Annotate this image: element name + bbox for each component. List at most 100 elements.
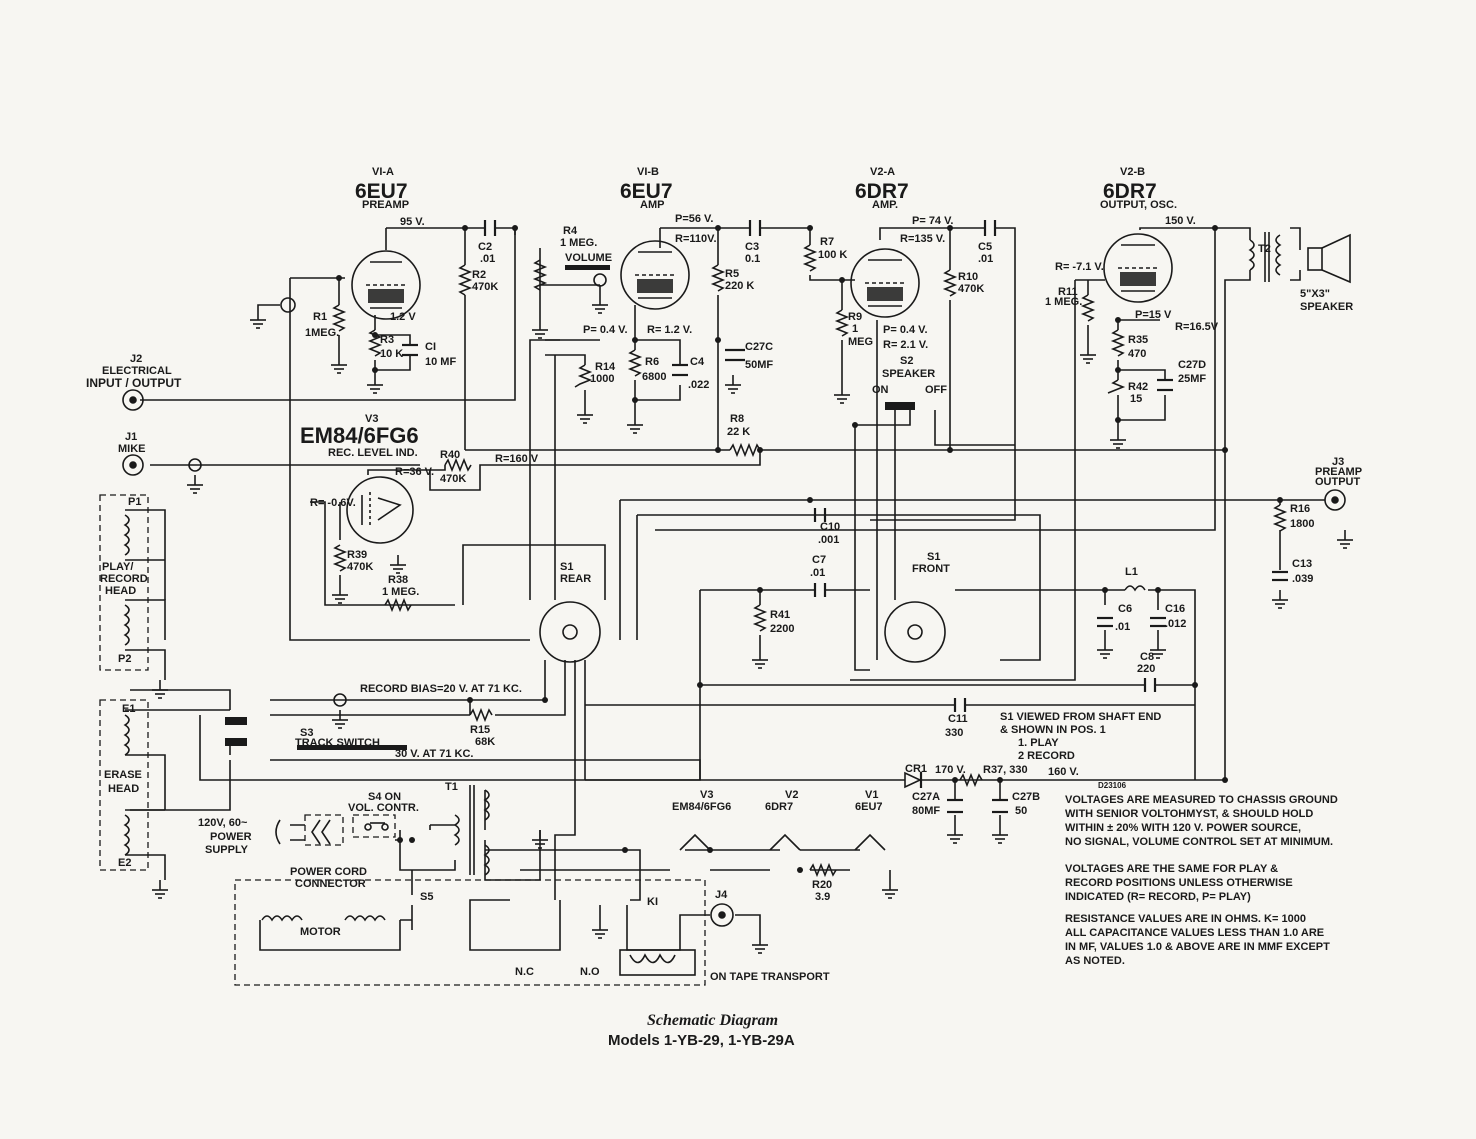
s1-rear-switch (539, 601, 601, 663)
svg-text:1.2 V: 1.2 V (390, 311, 416, 323)
svg-text:2200: 2200 (770, 623, 794, 635)
svg-text:VOLUME: VOLUME (565, 252, 612, 264)
svg-text:OUTPUT: OUTPUT (1315, 476, 1361, 488)
svg-text:S4 ON: S4 ON (368, 791, 401, 803)
svg-text:1: 1 (852, 323, 858, 335)
svg-text:FRONT: FRONT (912, 563, 950, 575)
svg-text:VOLTAGES ARE THE SAME FOR PLAY: VOLTAGES ARE THE SAME FOR PLAY & (1065, 863, 1278, 875)
svg-text:P= 0.4 V.: P= 0.4 V. (583, 324, 628, 336)
svg-text:V1: V1 (865, 789, 878, 801)
svg-text:V2: V2 (785, 789, 798, 801)
svg-text:50MF: 50MF (745, 359, 773, 371)
svg-text:ELECTRICAL: ELECTRICAL (102, 365, 172, 377)
caption-title: Schematic Diagram (647, 1012, 778, 1029)
svg-text:R= -0.6V.: R= -0.6V. (310, 497, 356, 509)
svg-text:C27B: C27B (1012, 791, 1040, 803)
svg-text:E2: E2 (118, 857, 131, 869)
v2a-id: V2-A (870, 166, 895, 178)
svg-text:R= 1.2 V.: R= 1.2 V. (647, 324, 692, 336)
dashed-enclosures (99, 494, 706, 986)
svg-text:CI: CI (425, 341, 436, 353)
svg-text:EM84/6FG6: EM84/6FG6 (672, 801, 731, 813)
svg-text:VOLTAGES ARE MEASURED TO CHASS: VOLTAGES ARE MEASURED TO CHASSIS GROUND (1065, 794, 1338, 806)
svg-text:R14: R14 (595, 361, 616, 373)
svg-text:10 MF: 10 MF (425, 356, 456, 368)
svg-text:.039: .039 (1292, 573, 1313, 585)
svg-text:PLAY/: PLAY/ (102, 561, 133, 573)
svg-text:C6: C6 (1118, 603, 1132, 615)
svg-text:P=56 V.: P=56 V. (675, 213, 713, 225)
svg-text:R39: R39 (347, 549, 367, 561)
svg-text:R=135 V.: R=135 V. (900, 233, 945, 245)
v1b-id: VI-B (637, 166, 659, 178)
v2a-role: AMP. (872, 199, 898, 211)
svg-text:6800: 6800 (642, 371, 666, 383)
svg-text:INPUT / OUTPUT: INPUT / OUTPUT (86, 376, 182, 390)
svg-text:R9: R9 (848, 311, 862, 323)
svg-text:C4: C4 (690, 356, 705, 368)
junction-dots (336, 225, 1283, 873)
svg-text:50: 50 (1015, 805, 1027, 817)
svg-text:100 K: 100 K (818, 249, 847, 261)
svg-text:1. PLAY: 1. PLAY (1018, 737, 1059, 749)
svg-text:CR1: CR1 (905, 763, 927, 775)
svg-text:ALL CAPACITANCE VALUES LESS TH: ALL CAPACITANCE VALUES LESS THAN 1.0 ARE (1065, 927, 1324, 939)
svg-text:.01: .01 (1115, 621, 1130, 633)
caption-models: Models 1-YB-29, 1-YB-29A (608, 1032, 795, 1049)
svg-text:68K: 68K (475, 736, 495, 748)
v1a-type: 6EU7 (355, 180, 408, 203)
svg-text:330: 330 (945, 727, 963, 739)
v3-id: V3 (365, 413, 378, 425)
v3-role: REC. LEVEL IND. (328, 447, 418, 459)
svg-text:6DR7: 6DR7 (765, 801, 793, 813)
svg-text:R4: R4 (563, 225, 578, 237)
svg-text:15: 15 (1130, 393, 1142, 405)
svg-text:10 K: 10 K (380, 348, 403, 360)
svg-text:C27C: C27C (745, 341, 773, 353)
svg-text:470K: 470K (347, 561, 373, 573)
svg-text:S1 VIEWED FROM SHAFT END: S1 VIEWED FROM SHAFT END (1000, 711, 1161, 723)
svg-text:1 MEG.: 1 MEG. (1045, 296, 1082, 308)
svg-text:C2: C2 (478, 241, 492, 253)
v1a-id: VI-A (372, 166, 394, 178)
svg-text:T1: T1 (445, 781, 458, 793)
svg-text:25MF: 25MF (1178, 373, 1206, 385)
tube-v1b (620, 240, 690, 310)
svg-text:R37, 330: R37, 330 (983, 764, 1028, 776)
svg-text:S2: S2 (900, 355, 913, 367)
svg-text:R42: R42 (1128, 381, 1148, 393)
svg-text:R41: R41 (770, 609, 790, 621)
svg-text:N.C: N.C (515, 966, 534, 978)
svg-text:6EU7: 6EU7 (855, 801, 883, 813)
svg-text:SPEAKER: SPEAKER (1300, 301, 1353, 313)
voltage-labels: 95 V. P=56 V. R=110V. P= 74 V. R=135 V. … (310, 213, 1219, 778)
svg-text:C16: C16 (1165, 603, 1185, 615)
svg-text:S1: S1 (927, 551, 940, 563)
svg-text:ERASE: ERASE (104, 769, 142, 781)
svg-text:L1: L1 (1125, 566, 1138, 578)
svg-text:.001: .001 (818, 534, 839, 546)
svg-text:OFF: OFF (925, 384, 947, 396)
svg-text:ON: ON (872, 384, 889, 396)
svg-text:5"X3": 5"X3" (1300, 288, 1330, 300)
svg-text:R1: R1 (313, 311, 327, 323)
svg-text:.012: .012 (1165, 618, 1186, 630)
svg-text:MEG: MEG (848, 336, 873, 348)
svg-text:P=15 V: P=15 V (1135, 309, 1172, 321)
svg-text:POWER CORD: POWER CORD (290, 866, 367, 878)
svg-text:E1: E1 (122, 703, 135, 715)
svg-text:MIKE: MIKE (118, 443, 146, 455)
svg-text:J2: J2 (130, 353, 142, 365)
svg-text:R10: R10 (958, 271, 978, 283)
svg-text:S3: S3 (300, 727, 313, 739)
v2a-type: 6DR7 (855, 180, 909, 203)
svg-text:T2: T2 (1258, 243, 1271, 255)
svg-text:120V, 60~: 120V, 60~ (198, 817, 248, 829)
svg-text:R= -7.1 V.: R= -7.1 V. (1055, 261, 1104, 273)
svg-text:R=36 V.: R=36 V. (395, 466, 434, 478)
tube-v1a (351, 250, 421, 320)
svg-text:.01: .01 (978, 253, 993, 265)
svg-text:C10: C10 (820, 521, 840, 533)
svg-text:SUPPLY: SUPPLY (205, 844, 249, 856)
